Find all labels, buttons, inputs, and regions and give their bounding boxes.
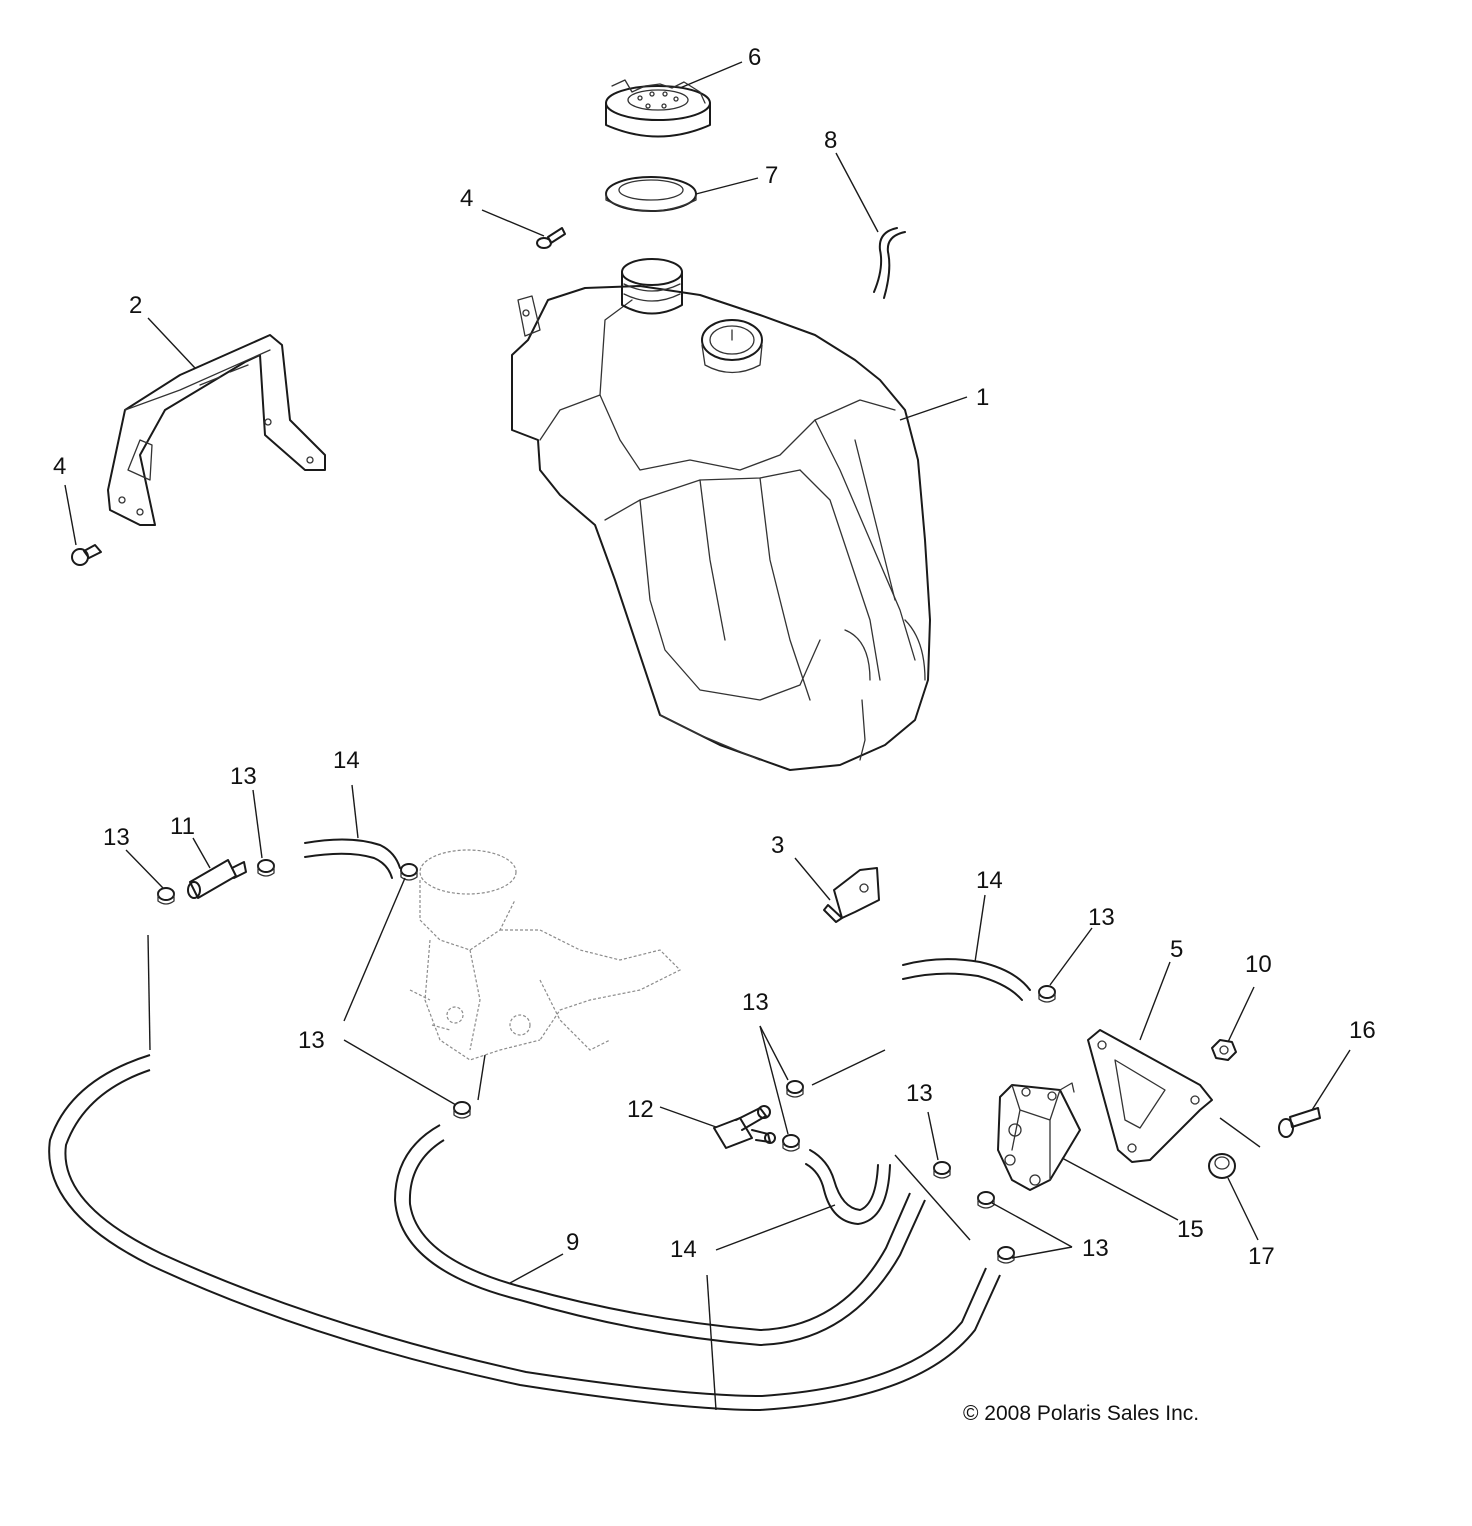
callout-4: 4: [53, 453, 66, 480]
callout-13: 13: [742, 989, 769, 1016]
carburetor-reference: [409, 849, 682, 1061]
callout-13: 13: [906, 1080, 933, 1107]
callout-13: 13: [298, 1027, 325, 1054]
tank-bracket: [107, 334, 326, 526]
nut: [1211, 1039, 1237, 1061]
clamp: [786, 1080, 804, 1098]
callout-16: 16: [1349, 1017, 1376, 1044]
callout-13: 13: [1088, 904, 1115, 931]
clamp: [782, 1134, 800, 1152]
clamp: [933, 1161, 951, 1179]
callout-14: 14: [976, 867, 1003, 894]
copyright-notice: © 2008 Polaris Sales Inc.: [963, 1402, 1200, 1425]
flange-nut: [1208, 1153, 1236, 1179]
hose-upper-left: [304, 838, 401, 879]
callout-13: 13: [1082, 1235, 1109, 1262]
callout-13: 13: [103, 824, 130, 851]
callout-1: 1: [976, 384, 989, 411]
bolt-lower: [71, 544, 102, 566]
callout-10: 10: [1245, 951, 1272, 978]
clamp: [977, 1191, 995, 1209]
callout-7: 7: [765, 162, 778, 189]
callout-13: 13: [230, 763, 257, 790]
hose-clamps: [157, 859, 1056, 1264]
fuel-line-inner: [393, 1124, 926, 1347]
callout-labels: 1 2 3 4 4 5 6 7 8 9 10 11 12 13 13 13 13…: [53, 44, 1376, 1270]
clip-bracket: [823, 867, 880, 923]
fuel-filter: [187, 859, 247, 899]
vent-hose: [873, 227, 906, 299]
callout-17: 17: [1248, 1243, 1275, 1270]
callout-4: 4: [460, 185, 473, 212]
callout-14: 14: [670, 1236, 697, 1263]
callout-14: 14: [333, 747, 360, 774]
hose-upper-right: [902, 958, 1031, 1001]
clamp: [400, 863, 418, 881]
clamp: [1038, 985, 1056, 1003]
clamp: [453, 1101, 471, 1119]
callout-5: 5: [1170, 936, 1183, 963]
hose-lower-mid: [805, 1149, 891, 1225]
clamp: [257, 859, 275, 877]
callout-11: 11: [170, 813, 195, 840]
cap-seal: [605, 176, 697, 212]
clamp: [997, 1246, 1015, 1264]
callout-2: 2: [129, 292, 142, 319]
callout-9: 9: [566, 1229, 579, 1256]
fuel-line-outer: [48, 1054, 1001, 1412]
callout-12: 12: [627, 1096, 654, 1123]
leader-lines: [64, 61, 1351, 1411]
bolt-upper: [536, 227, 566, 249]
fuel-cap: [605, 79, 711, 138]
fuel-pump: [997, 1082, 1081, 1191]
clamp: [157, 887, 175, 905]
fuel-valve: [713, 1105, 776, 1149]
bolt-pump: [1278, 1107, 1321, 1138]
mounting-plate: [1087, 1029, 1213, 1163]
fuel-tank: [511, 258, 931, 771]
callout-3: 3: [771, 832, 784, 859]
callout-6: 6: [748, 44, 761, 71]
callout-8: 8: [824, 127, 837, 154]
callout-15: 15: [1177, 1216, 1204, 1243]
